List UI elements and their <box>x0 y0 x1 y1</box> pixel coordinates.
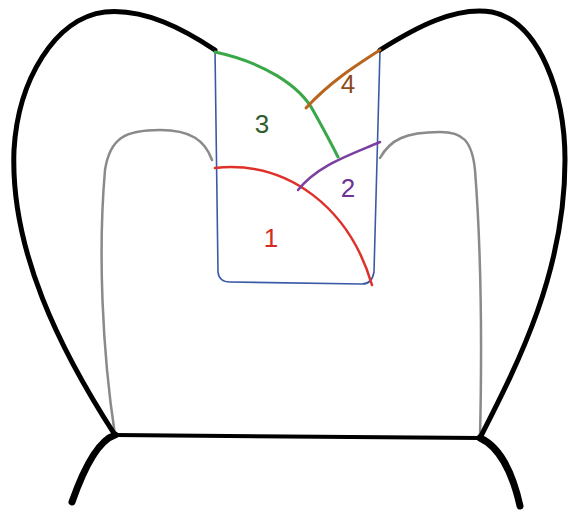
cavity-outline <box>215 50 380 284</box>
dentin-outline <box>380 132 481 438</box>
callout-number: 1 <box>264 225 278 251</box>
dentin-outline <box>102 130 212 435</box>
root-outline <box>72 435 115 502</box>
callout-number: 4 <box>341 71 355 97</box>
boundary-brown <box>306 50 380 108</box>
crown-outline <box>380 11 565 438</box>
boundary-purple <box>298 142 380 190</box>
cemento-enamel-line <box>115 435 480 438</box>
callout-number: 2 <box>341 175 355 201</box>
crown-outline <box>14 12 215 435</box>
callout-number: 3 <box>255 111 269 137</box>
boundary-red <box>215 167 372 285</box>
root-outline <box>480 438 520 506</box>
boundary-green <box>215 52 338 157</box>
